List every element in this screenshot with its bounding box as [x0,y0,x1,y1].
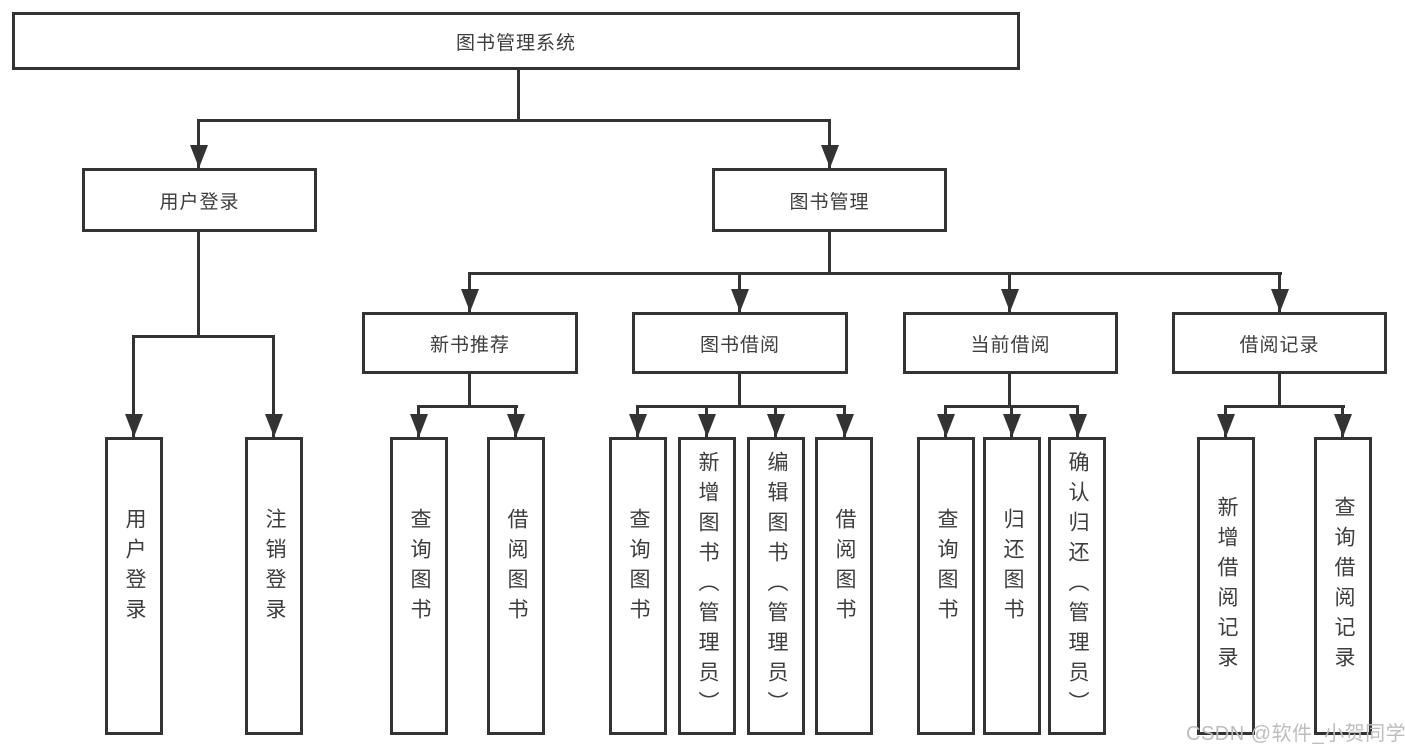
arrow-to-nb-borrow [507,414,525,437]
leaf-newbook-borrow-books: 借阅图书 [487,437,545,735]
connector-management-stem [828,232,831,272]
connector-records-stem [1278,374,1281,405]
connector-newbooks-stem [468,374,471,405]
arrow-to-records [1271,289,1289,312]
connector-borrow-hbar [636,405,846,408]
connector-management-hbar [468,272,1282,275]
arrow-to-cur-confirm [1069,414,1087,437]
node-borrowing-records: 借阅记录 [1172,312,1387,374]
arrow-to-rec-query [1334,414,1352,437]
leaf-logout: 注销登录 [245,437,303,735]
leaf-user-login: 用户登录 [105,437,163,735]
arrow-to-bw-borrow [836,414,854,437]
leaf-newbook-query-books: 查询图书 [390,437,448,735]
node-book-management: 图书管理 [712,168,947,232]
arrow-to-bw-query [629,414,647,437]
arrow-to-rec-add [1217,414,1235,437]
connector-to-management-stem [828,119,831,168]
connector-current-stem [1008,374,1011,405]
arrow-to-login [190,145,208,168]
csdn-watermark: CSDN @软件_小贺同学 [1186,723,1405,745]
leaf-records-add-record: 新增借阅记录 [1197,437,1255,735]
leaf-borrow-borrow-books: 借阅图书 [815,437,873,735]
arrow-to-newbooks [461,289,479,312]
leaf-borrow-edit-books-admin: 编辑图书（管理员） [747,437,805,735]
arrow-to-management [821,145,839,168]
connector-root-hbar [197,119,831,122]
arrow-to-current [1001,289,1019,312]
leaf-current-return-books: 归还图书 [983,437,1041,735]
leaf-current-confirm-return-admin: 确认归还（管理员） [1048,437,1106,735]
leaf-records-query-record: 查询借阅记录 [1314,437,1372,735]
leaf-borrow-query-books: 查询图书 [609,437,667,735]
connector-records-hbar [1224,405,1345,408]
arrow-to-logout [265,414,283,437]
arrow-to-bw-edit [767,414,785,437]
arrow-to-borrow [731,289,749,312]
leaf-current-query-books: 查询图书 [917,437,975,735]
node-new-book-recommend: 新书推荐 [362,312,578,374]
node-current-borrowing: 当前借阅 [903,312,1118,374]
arrow-to-cur-query [937,414,955,437]
arrow-to-nb-query [410,414,428,437]
arrow-to-user-login [125,414,143,437]
leaf-borrow-add-books-admin: 新增图书（管理员） [678,437,736,735]
connector-login-hbar [132,335,275,338]
connector-newbooks-hbar [417,405,518,408]
node-root: 图书管理系统 [12,12,1020,70]
connector-to-login-stem [197,119,200,168]
connector-login-stem [197,232,200,335]
arrow-to-bw-add [698,414,716,437]
node-user-login: 用户登录 [82,168,317,232]
connector-borrow-stem [738,374,741,405]
connector-login-leaf2-stem [272,335,275,437]
connector-login-leaf1-stem [132,335,135,437]
arrow-to-cur-return [1003,414,1021,437]
connector-root-stem [517,70,520,119]
node-book-borrowing: 图书借阅 [632,312,848,374]
